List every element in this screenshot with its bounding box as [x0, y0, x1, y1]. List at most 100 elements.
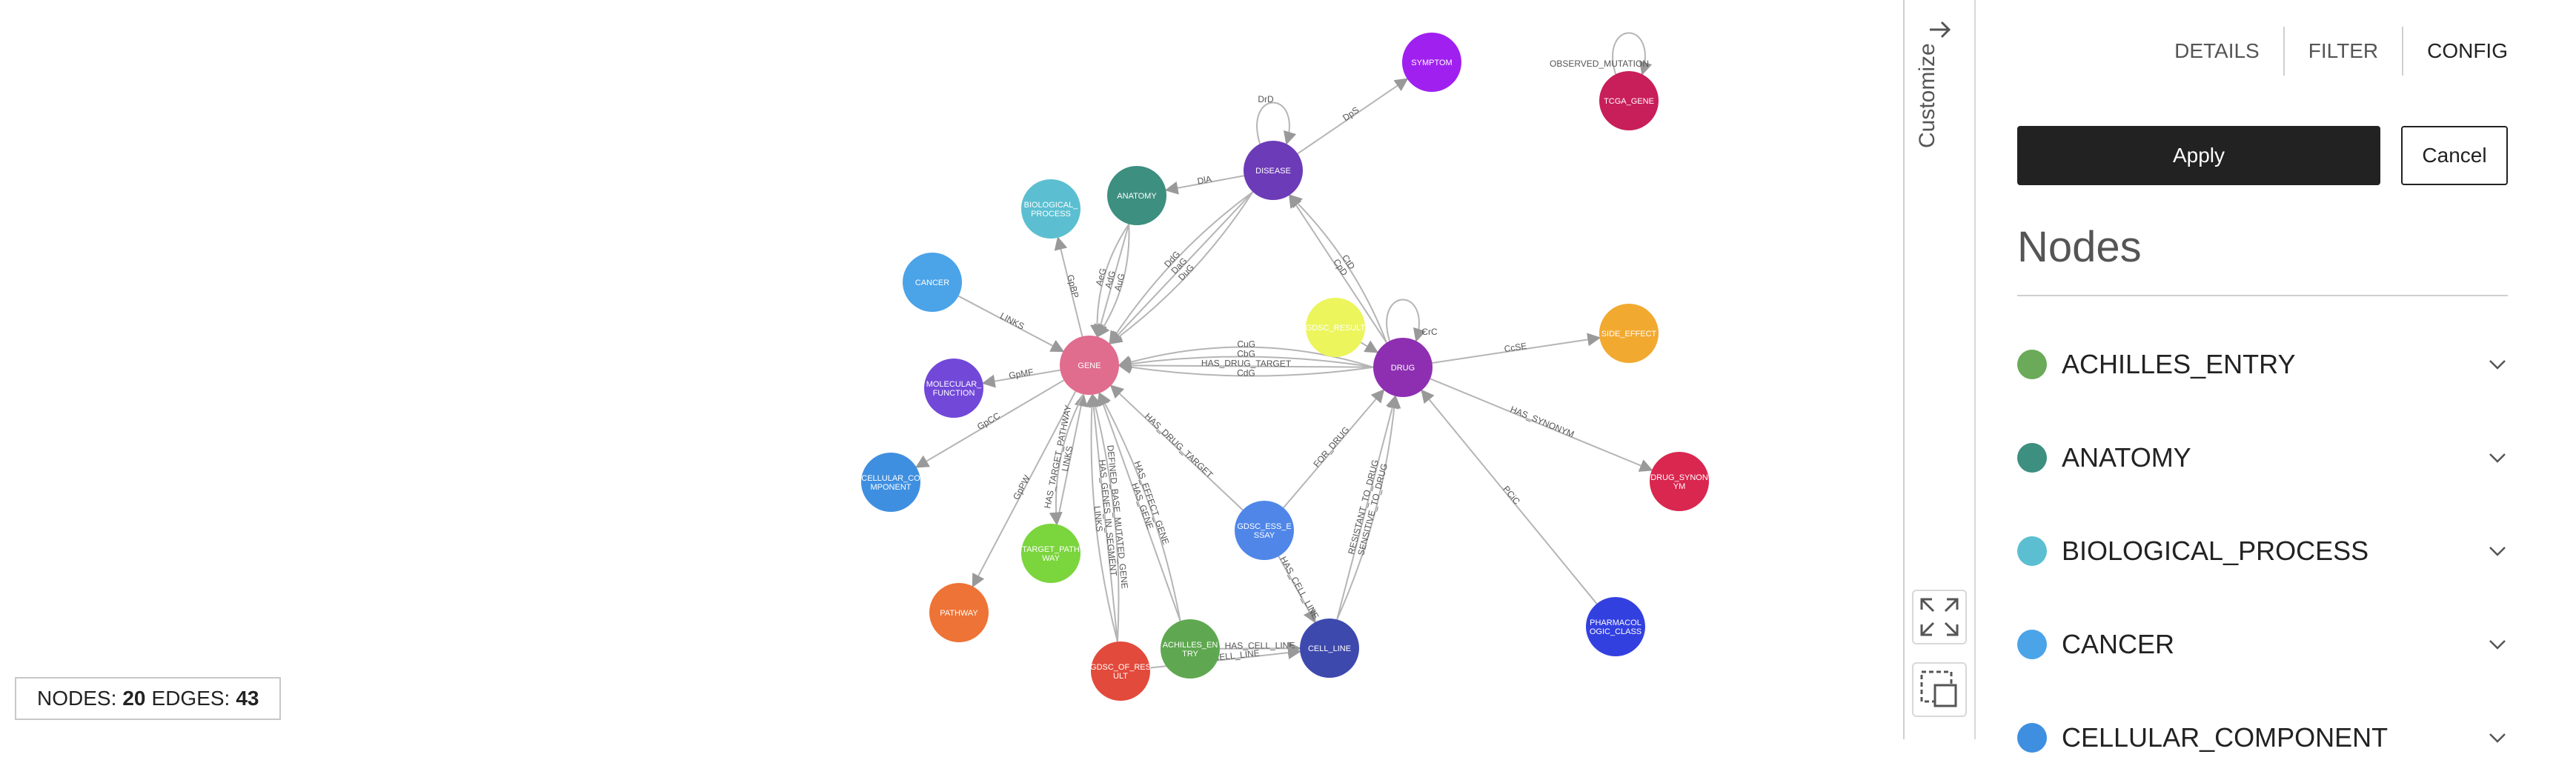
edge-drug-gene[interactable]: CbG [1118, 348, 1374, 370]
chevron-down-icon[interactable] [2487, 727, 2508, 748]
edge-line[interactable] [1054, 236, 1083, 337]
node-tcga[interactable]: TCGA_GENE [1599, 71, 1659, 130]
node-cancer[interactable]: CANCER [903, 253, 962, 312]
edge-line[interactable] [1288, 194, 1387, 343]
edge-drug-gene[interactable]: HAS_DRUG_TARGET [1118, 358, 1374, 373]
fit-screen-button[interactable] [1912, 590, 1967, 644]
edge-line[interactable] [1049, 393, 1084, 526]
box-select-button[interactable] [1912, 662, 1967, 717]
node-circle[interactable] [1650, 452, 1709, 511]
node-type-row[interactable]: CELLULAR_COMPONENT [2017, 716, 2508, 760]
chevron-down-icon[interactable] [2487, 447, 2508, 468]
edge-line[interactable] [1109, 191, 1254, 345]
node-pathway[interactable]: PATHWAY [929, 583, 989, 642]
edge-line[interactable] [1336, 394, 1401, 620]
edge-line[interactable] [1360, 340, 1379, 353]
node-circle[interactable] [1373, 338, 1433, 397]
edge-cancer-gene[interactable]: LINKS [957, 295, 1065, 353]
edge-drug-side[interactable]: CcSE [1432, 333, 1601, 364]
tab-filter[interactable]: FILTER [2285, 27, 2404, 76]
edge-drug-drug_syn[interactable]: HAS_SYNONYM [1430, 378, 1653, 472]
node-circle[interactable] [924, 359, 983, 418]
node-circle[interactable] [903, 253, 962, 312]
chevron-down-icon[interactable] [2487, 634, 2508, 655]
edge-line[interactable] [1090, 223, 1130, 339]
tab-config[interactable]: CONFIG [2427, 39, 2508, 62]
edge-line[interactable] [1256, 101, 1297, 145]
node-circle[interactable] [1161, 619, 1220, 679]
node-gdsc_res[interactable]: GDSC_RESULT [1306, 298, 1366, 357]
edge-line[interactable] [1278, 556, 1316, 624]
node-type-row[interactable]: CANCER [2017, 622, 2508, 667]
edge-line[interactable] [1430, 378, 1653, 472]
node-circle[interactable] [1586, 597, 1645, 656]
edge-disease-anatomy[interactable]: DlA [1164, 173, 1244, 195]
edge-target-gene[interactable]: LINKS [1056, 393, 1088, 525]
edge-drug-gene[interactable]: CuG [1118, 339, 1374, 369]
node-cell_line[interactable]: CELL_LINE [1300, 619, 1359, 678]
node-circle[interactable] [861, 453, 920, 512]
edge-disease-symptom[interactable]: DpS [1297, 78, 1409, 155]
edge-drug-gene[interactable]: CdG [1118, 360, 1374, 379]
node-bio[interactable]: BIOLOGICAL_PROCESS [1021, 179, 1080, 239]
edge-line[interactable] [972, 390, 1077, 588]
edge-line[interactable] [1421, 389, 1598, 604]
edge-line[interactable] [1056, 393, 1088, 525]
node-circle[interactable] [929, 583, 989, 642]
edge-line[interactable] [1108, 191, 1254, 344]
node-anatomy[interactable]: ANATOMY [1107, 166, 1166, 225]
edge-gdsc_essay-gene[interactable]: HAS_DRUG_TARGET [1109, 384, 1244, 511]
edge-gene-bio[interactable]: GpBP [1054, 236, 1083, 337]
node-type-row[interactable]: BIOLOGICAL_PROCESS [2017, 529, 2508, 573]
apply-button[interactable]: Apply [2017, 126, 2380, 185]
node-circle[interactable] [1402, 33, 1461, 92]
edge-anatomy-gene[interactable]: AuG [1096, 224, 1130, 338]
node-circle[interactable] [1021, 179, 1080, 239]
edge-line[interactable] [1085, 393, 1118, 642]
edge-line[interactable] [1089, 393, 1120, 642]
edge-gdsc_essay-cell_line[interactable]: HAS_CELL_LINE [1278, 555, 1321, 624]
node-circle[interactable] [1599, 304, 1659, 363]
edge-line[interactable] [1096, 224, 1130, 338]
edge-line[interactable] [1109, 384, 1244, 511]
edge-gdsc_of-gene[interactable]: LINKS [1085, 393, 1118, 642]
edge-line[interactable] [1118, 356, 1374, 370]
edge-gdsc_res-drug[interactable] [1360, 340, 1379, 353]
edge-pharm-drug[interactable]: PCiC [1421, 389, 1598, 604]
edge-line[interactable] [1288, 193, 1387, 344]
edge-line[interactable] [1283, 389, 1385, 509]
edge-line[interactable] [1612, 32, 1653, 76]
edge-drug-drug[interactable]: CrC [1386, 299, 1438, 342]
canvas-divider[interactable] [1903, 0, 1905, 739]
chevron-down-icon[interactable] [2487, 541, 2508, 561]
node-mol[interactable]: MOLECULAR_FUNCTION [924, 359, 983, 418]
edge-line[interactable] [1118, 346, 1374, 369]
edge-line[interactable] [1098, 392, 1181, 621]
node-circle[interactable] [1021, 524, 1080, 583]
node-symptom[interactable]: SYMPTOM [1402, 33, 1461, 92]
node-type-row[interactable]: ANATOMY [2017, 436, 2508, 480]
collapse-panel-button[interactable] [1927, 16, 1953, 50]
node-circle[interactable] [1306, 298, 1365, 357]
node-circle[interactable] [1107, 166, 1166, 225]
node-circle[interactable] [1235, 501, 1294, 560]
edge-disease-disease[interactable]: DrD [1256, 94, 1297, 145]
edge-line[interactable] [981, 369, 1060, 388]
customize-toggle[interactable]: Customize [1906, 43, 1973, 170]
edge-line[interactable] [1297, 78, 1409, 155]
node-circle[interactable] [1091, 641, 1150, 701]
edge-line[interactable] [1109, 191, 1254, 345]
node-circle[interactable] [1599, 71, 1659, 130]
edge-line[interactable] [1118, 360, 1374, 377]
edge-line[interactable] [1097, 391, 1181, 621]
edge-line[interactable] [1164, 175, 1244, 195]
